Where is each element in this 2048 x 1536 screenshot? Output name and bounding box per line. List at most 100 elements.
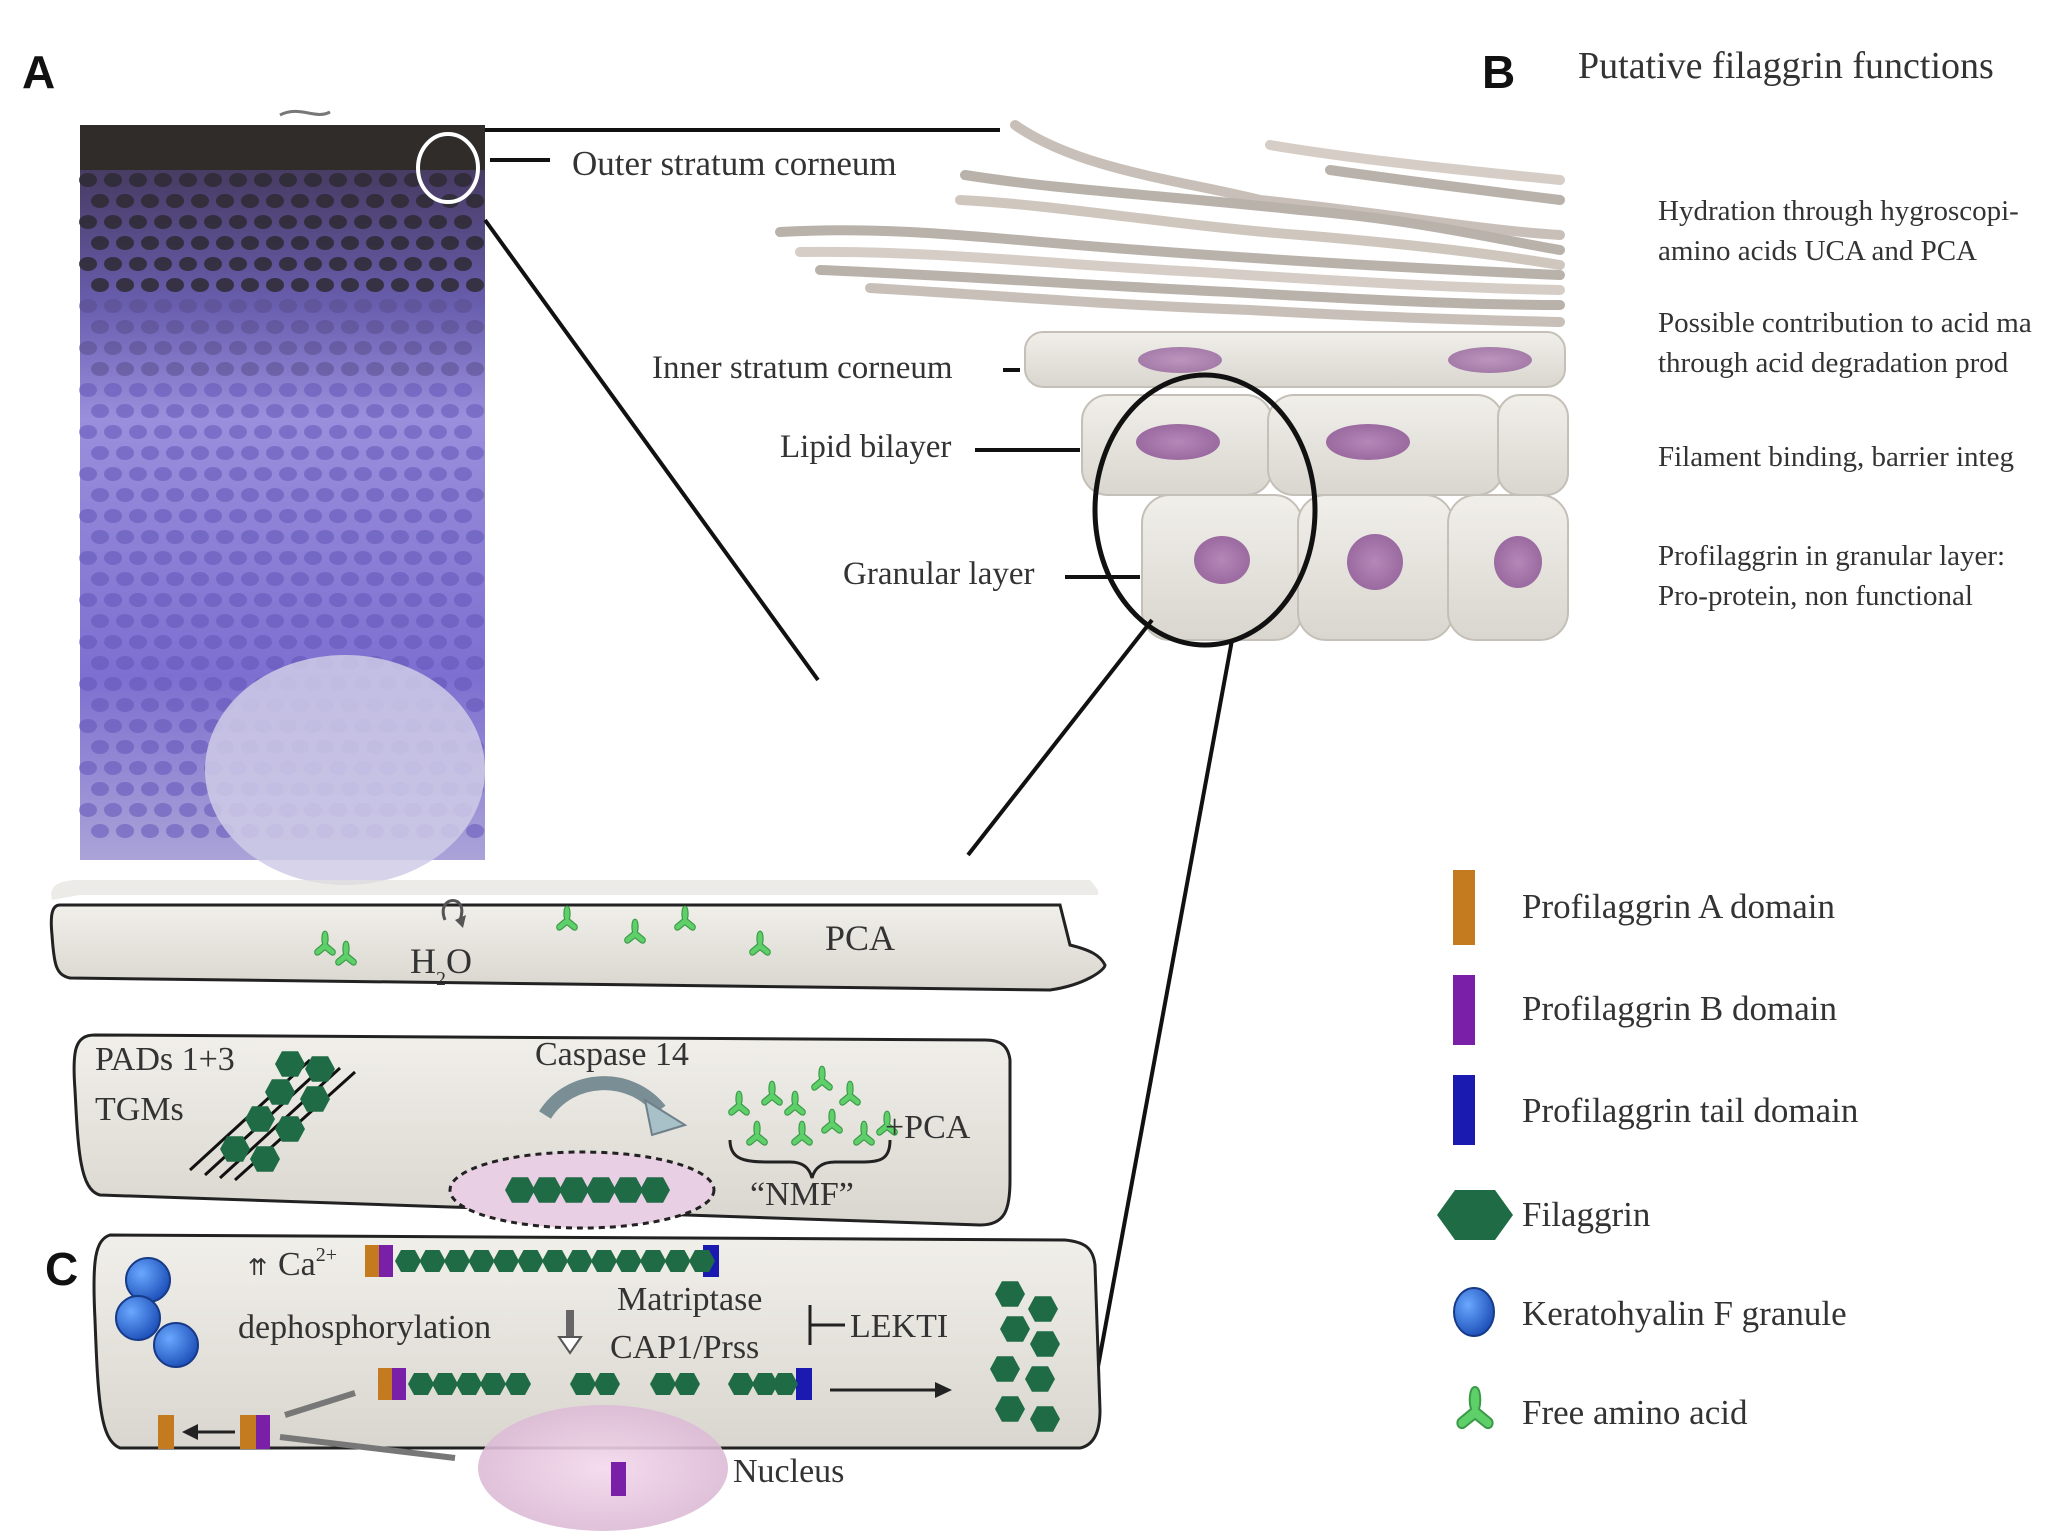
histology-cell (204, 677, 222, 691)
histology-cell (179, 635, 197, 649)
histology-cell (304, 425, 322, 439)
histology-cell (291, 488, 309, 502)
histology-cell (229, 257, 247, 271)
lipid-bilayer-cells (1081, 394, 1569, 496)
histology-cell (154, 719, 172, 733)
histology-cell (429, 215, 447, 229)
histology-cell (329, 299, 347, 313)
histology-cell (104, 803, 122, 817)
histology-cell (454, 467, 472, 481)
histology-cell (116, 236, 134, 250)
histology-cell (354, 593, 372, 607)
histology-cell (141, 530, 159, 544)
histology-cell (241, 362, 259, 376)
arrowhead-icon (557, 1336, 583, 1355)
histology-cell (254, 551, 272, 565)
histology-cell (416, 362, 434, 376)
histology-cell (104, 719, 122, 733)
histology-cell (141, 824, 159, 838)
histology-cell (216, 656, 234, 670)
histology-cell (91, 614, 109, 628)
histology-cell (279, 593, 297, 607)
histology-cell (429, 257, 447, 271)
matriptase-label: Matriptase (617, 1281, 762, 1318)
histology-cell (291, 404, 309, 418)
histology-cell (216, 446, 234, 460)
histology-cell (466, 446, 484, 460)
histology-cell (129, 593, 147, 607)
histology-cell (341, 320, 359, 334)
histology-cell (404, 551, 422, 565)
histology-cell (429, 593, 447, 607)
histology-cell (291, 362, 309, 376)
histology-cell (241, 572, 259, 586)
histology-cell (204, 299, 222, 313)
histology-cell (79, 761, 97, 775)
histology-cell (179, 509, 197, 523)
histology-cell (291, 194, 309, 208)
histology-cell (116, 782, 134, 796)
histology-cell (279, 467, 297, 481)
purple-bar-icon (1453, 975, 1475, 1045)
histology-cell (129, 425, 147, 439)
histology-cell (104, 425, 122, 439)
histology-cell (229, 509, 247, 523)
histology-cell (254, 383, 272, 397)
histology-cell (304, 215, 322, 229)
histology-cell (91, 824, 109, 838)
histology-cell (191, 782, 209, 796)
histology-cell (116, 320, 134, 334)
pads-label: PADs 1+3 (95, 1041, 235, 1078)
zoom-circle (1092, 372, 1318, 648)
histology-cell (129, 341, 147, 355)
label-outer-stratum-corneum: Outer stratum corneum (572, 144, 897, 183)
histology-cell (304, 467, 322, 481)
histology-cell (104, 383, 122, 397)
cleaved-filaggrin-repeats (408, 1373, 798, 1395)
blue-bar-icon (1453, 1075, 1475, 1145)
histology-cell (79, 719, 97, 733)
histology-cell (354, 341, 372, 355)
histology-cell (241, 236, 259, 250)
histology-cell (254, 509, 272, 523)
histology-cell (404, 215, 422, 229)
histology-cell (104, 215, 122, 229)
connector-line (1088, 639, 1234, 1411)
histology-cell (391, 236, 409, 250)
histology-cell (329, 173, 347, 187)
histology-cell (141, 572, 159, 586)
histology-cell (129, 173, 147, 187)
histology-cell (141, 236, 159, 250)
histology-cell (366, 194, 384, 208)
histology-cell (416, 320, 434, 334)
histology-cell (354, 635, 372, 649)
histology-cell (129, 215, 147, 229)
histology-cell (391, 488, 409, 502)
histology-cell (179, 467, 197, 481)
histology-cell (266, 404, 284, 418)
histology-cell (429, 341, 447, 355)
histology-cell (366, 404, 384, 418)
histology-cell (454, 593, 472, 607)
histology-cell (241, 656, 259, 670)
histology-cell (354, 173, 372, 187)
histology-cell (129, 719, 147, 733)
histology-cell (316, 236, 334, 250)
histology-cell (391, 572, 409, 586)
histology-cell (291, 278, 309, 292)
histology-cell (229, 383, 247, 397)
histology-cell (229, 341, 247, 355)
histology-cell (241, 530, 259, 544)
connector-line (966, 618, 1154, 857)
histology-cell (166, 572, 184, 586)
cap1-label: CAP1/Prss (610, 1329, 759, 1366)
histology-cell (79, 173, 97, 187)
caspase-label: Caspase 14 (535, 1036, 689, 1073)
function-profilaggrin-2: Pro-protein, non functional (1658, 580, 1973, 612)
histology-cell (266, 446, 284, 460)
histology-cell (466, 362, 484, 376)
histology-cell (454, 509, 472, 523)
histology-cell (191, 362, 209, 376)
histology-cell (341, 236, 359, 250)
histology-cell (379, 593, 397, 607)
